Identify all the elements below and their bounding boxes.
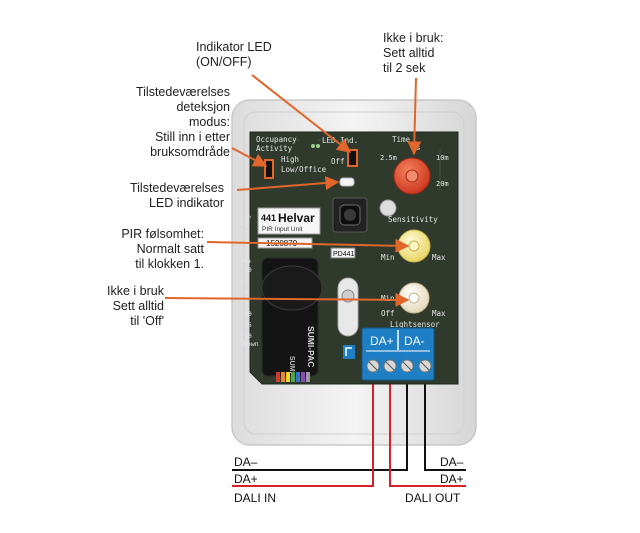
pcb-light-min: Min — [381, 294, 395, 303]
callout-lightsensor: Ikke i bruk Sett alltid til 'Off' — [107, 284, 164, 328]
pcb-lightsensor-label: Lightsensor — [390, 320, 440, 329]
sumi-text: SUMI — [288, 356, 295, 374]
pcb-light-max: Max — [432, 309, 446, 318]
callout-pir-sensitivity: PIR følsomhet: Normalt satt til klokken … — [121, 227, 204, 271]
arrow-occupancy-mode — [231, 147, 268, 167]
wire-label-dali-in: DALI IN — [234, 491, 277, 505]
pattern-scale-value: 10 — [244, 310, 252, 318]
ribbon-cable — [276, 372, 310, 382]
callout-occupancy-mode: Tilstedeværelses deteksjon modus: Still … — [135, 85, 230, 159]
pcb-down: Down — [243, 340, 259, 348]
arrow-lightsensor — [164, 292, 410, 307]
pattern-scale-value: 15 — [244, 321, 252, 329]
wire-da-minus-out — [424, 368, 466, 471]
pcb-sensitivity-max: Max — [432, 253, 446, 262]
pcb-time-20m: 20m — [436, 180, 449, 188]
pattern-scale-value: 5 — [244, 299, 248, 307]
pcb-time-label: Time — [392, 135, 411, 144]
brand-sub: PIR Input Unit — [262, 226, 303, 233]
callout-presence-led: Tilstedeværelses LED indikator — [129, 181, 224, 210]
wire-label-left-da-minus: DA– — [234, 455, 258, 469]
wire-da-plus-in — [232, 368, 374, 487]
pattern-scale-value: 5 — [244, 277, 248, 285]
pcb-time-10m: 10m — [436, 154, 449, 162]
sumi-pac-text: SUMI-PAC — [306, 326, 316, 367]
terminal-screws — [366, 359, 432, 373]
presence-led — [339, 177, 355, 187]
wire-label-left-da-plus: DA+ — [234, 472, 258, 486]
wire-label-right-da-minus: DA– — [440, 455, 464, 469]
pattern-scale: 10 5 0 5 10 15 20 — [244, 266, 252, 340]
callout-ikke-i-bruk-time: Ikke i bruk: Sett alltid til 2 sek — [383, 31, 444, 75]
pcb-off-label: Off — [331, 157, 345, 166]
pcb-light-off: Off — [381, 309, 395, 318]
terminal-block — [361, 327, 435, 381]
mounting-slot — [337, 277, 359, 337]
terminal-da-plus: DA+ — [370, 334, 394, 348]
callout-indikator-led: Indikator LED (ON/OFF) — [196, 40, 272, 69]
wire-label-dali-out: DALI OUT — [405, 491, 461, 505]
led-jumper[interactable] — [347, 149, 358, 167]
pcb-pattern-degrees: Pattern Degrees — [243, 199, 251, 258]
housing-inner-rim — [243, 111, 465, 435]
wire-label-right-da-plus: DA+ — [440, 472, 464, 486]
brand-number: 441 — [261, 213, 276, 223]
brand-name: Helvar — [278, 211, 315, 225]
pattern-scale-value: 10 — [244, 266, 252, 274]
pattern-scale-value: 0 — [244, 288, 248, 296]
pcb-time-2-5m: 2.5m — [380, 154, 397, 162]
arrow-presence-led — [236, 176, 340, 191]
callout-arrows — [164, 74, 422, 307]
pattern-scale-value: 20 — [244, 332, 252, 340]
led-pads — [311, 144, 315, 148]
pcb-sensitivity-label: Sensitivity — [388, 215, 438, 224]
pcb-sensitivity-min: Min — [381, 253, 395, 262]
arrow-pir-sensitivity — [206, 238, 410, 253]
terminal-da-minus: DA- — [404, 334, 425, 348]
occupancy-jumper[interactable] — [264, 159, 274, 179]
pcb-high-label: High — [281, 155, 299, 164]
arrow-indikator-led — [251, 74, 352, 153]
wire-da-minus-in — [232, 368, 408, 471]
arrow-time — [407, 77, 422, 156]
pcb-low-office-label: Low/Office — [281, 165, 327, 174]
wire-da-plus-out — [389, 368, 466, 487]
brand-label — [257, 207, 321, 235]
model-label: PD441 — [333, 251, 355, 258]
pcb-up: Up — [243, 257, 251, 265]
wires — [232, 368, 466, 487]
light-sensor — [379, 199, 397, 217]
